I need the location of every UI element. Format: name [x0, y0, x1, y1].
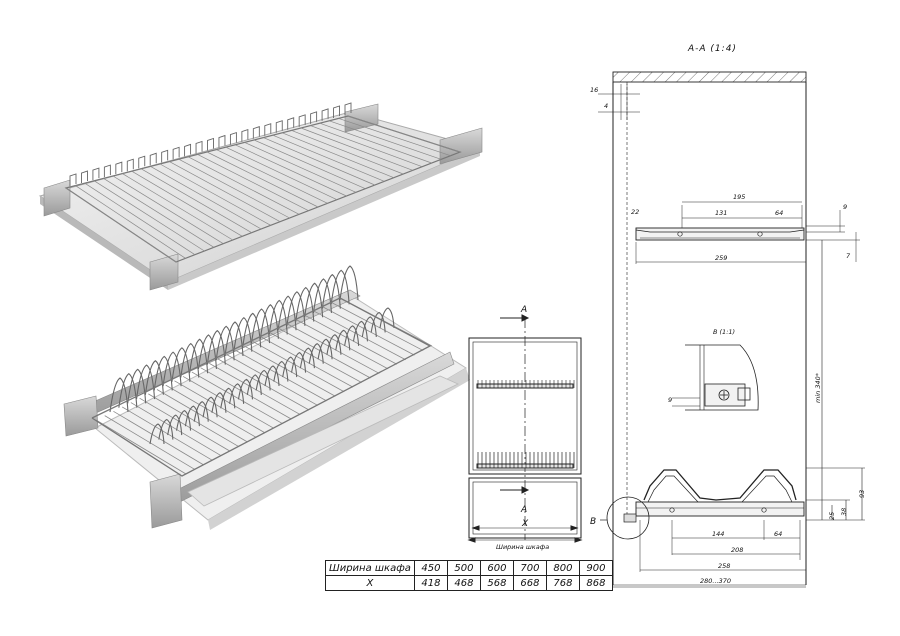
dim-93: 93: [858, 490, 866, 498]
dim-7: 7: [846, 252, 851, 260]
table-cell: 468: [446, 575, 481, 591]
front-width-label: Ширина шкафа: [496, 543, 549, 551]
table-row: Ширина шкафа 450 500 600 700 800 900: [325, 560, 613, 576]
size-table: Ширина шкафа 450 500 600 700 800 900 X 4…: [325, 560, 613, 591]
cabinet-front-view: [467, 314, 583, 543]
dim-144: 144: [712, 530, 724, 538]
dim-16: 16: [590, 86, 598, 94]
dim-22: 22: [631, 208, 639, 216]
dim-4: 4: [604, 102, 608, 110]
dim-131: 131: [715, 209, 727, 217]
dim-258: 258: [718, 562, 730, 570]
table-cell: 800: [545, 560, 580, 576]
table-cell: 500: [446, 560, 481, 576]
table-cell: 768: [545, 575, 580, 591]
table-cell: 600: [479, 560, 514, 576]
section-a-a: [598, 71, 865, 588]
dim-195: 195: [733, 193, 745, 201]
table-cell: 900: [578, 560, 613, 576]
dim-259: 259: [715, 254, 727, 262]
dim-64-top: 64: [775, 209, 783, 217]
dim-38: 38: [840, 508, 848, 516]
detail-b-callout: B: [590, 517, 596, 527]
front-x-label: X: [521, 519, 529, 529]
table-cell: 700: [512, 560, 547, 576]
table-cell: 418: [413, 575, 448, 591]
table-cell: 868: [578, 575, 613, 591]
table-cell: 450: [413, 560, 448, 576]
table-cell: 568: [479, 575, 514, 591]
section-title: A-A (1:4): [687, 44, 737, 54]
dim-280-370: 280...370: [700, 577, 731, 585]
section-a-callout-bottom: A: [520, 505, 528, 515]
dish-rack-render: [63, 265, 470, 530]
detail-b-label: B (1:1): [713, 328, 735, 336]
flat-rack-render: [38, 102, 483, 291]
section-a-callout-top: A: [520, 305, 528, 315]
table-row: X 418 468 568 668 768 868: [325, 575, 613, 591]
table-cell: 668: [512, 575, 547, 591]
row2-header: X: [325, 575, 415, 591]
detail-gap-dim: 9: [668, 396, 672, 404]
dim-64-bottom: 64: [774, 530, 782, 538]
detail-b-drawing: [672, 344, 759, 411]
dim-min340: min 340*: [814, 372, 822, 403]
row1-header: Ширина шкафа: [325, 560, 415, 576]
dim-9: 9: [843, 203, 847, 211]
dim-208: 208: [731, 546, 743, 554]
dim-25: 25: [828, 512, 836, 520]
